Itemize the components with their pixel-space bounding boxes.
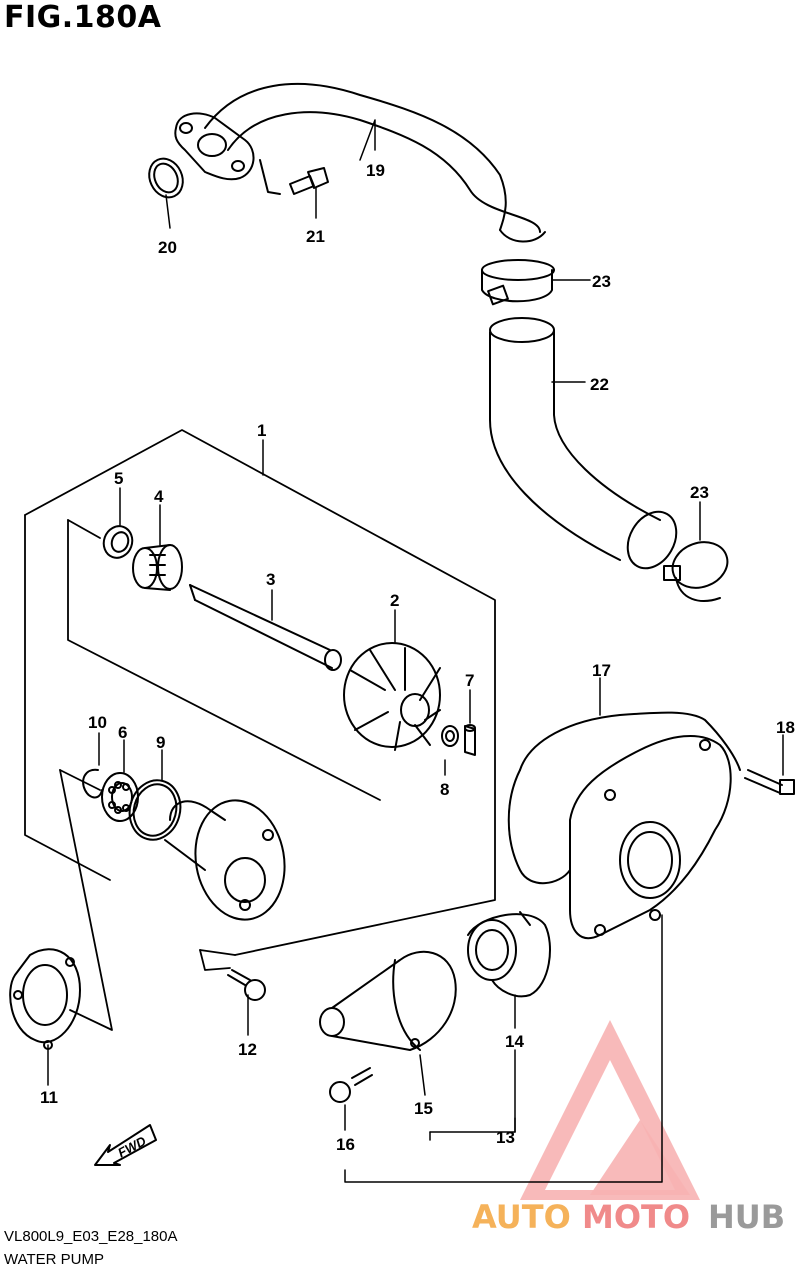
bolt-18 [744, 769, 795, 795]
bearing-6 [101, 772, 139, 822]
washer-8 [441, 725, 459, 747]
callout-22: 22 [590, 375, 609, 394]
callout-19: 19 [366, 161, 385, 180]
figure-code: VL800L9_E03_E28_180A [4, 1228, 178, 1245]
hose-clamp-23-upper [481, 259, 555, 306]
impeller-2 [343, 642, 441, 751]
callout-2: 2 [390, 591, 399, 610]
fwd-arrow-icon: FWD [94, 1124, 157, 1166]
callout-4: 4 [154, 487, 164, 506]
screw-12 [227, 969, 266, 1001]
pin-7 [464, 724, 476, 756]
o-ring-20 [148, 157, 184, 199]
watermark-text-hub: HUB [708, 1198, 785, 1236]
water-pipe-19 [174, 82, 546, 243]
circlip-10 [82, 768, 103, 799]
callout-6: 6 [118, 723, 127, 742]
pump-body [164, 799, 286, 921]
callout-18: 18 [776, 718, 795, 737]
pump-kit-box-1 [24, 429, 496, 1031]
callout-23-upper: 23 [592, 272, 611, 291]
callout-15: 15 [414, 1099, 433, 1118]
callout-11: 11 [40, 1088, 58, 1107]
o-ring-9 [128, 779, 182, 841]
bolt-21 [259, 159, 329, 195]
gasket-11 [9, 948, 81, 1050]
impeller-shaft-3 [189, 584, 342, 671]
figure-name: WATER PUMP [4, 1251, 104, 1268]
thermostat-cover-15 [319, 950, 457, 1051]
callout-1: 1 [257, 421, 266, 440]
callout-21: 21 [306, 227, 325, 246]
leader-lines [47, 119, 784, 1183]
figure-title: FIG.180A [4, 0, 162, 35]
watermark-text-auto: AUTO [472, 1198, 571, 1236]
callout-13: 13 [496, 1128, 515, 1147]
mechanical-seal-4 [132, 544, 183, 591]
gasket-17 [507, 711, 741, 885]
callout-16: 16 [336, 1135, 355, 1154]
callout-8: 8 [440, 780, 449, 799]
thermostat-14 [467, 911, 551, 998]
callout-numbers: 1 2 3 4 5 6 7 8 9 10 11 12 13 14 15 16 1… [40, 161, 795, 1154]
oil-seal-5 [102, 525, 134, 559]
callout-23-lower: 23 [690, 483, 709, 502]
watermark-text-moto: MOTO [582, 1198, 690, 1236]
watermark-logo: AUTO MOTO HUB [472, 1020, 785, 1236]
pump-cover [569, 734, 732, 940]
callout-17: 17 [592, 661, 611, 680]
callout-9: 9 [156, 733, 165, 752]
callout-7: 7 [465, 671, 474, 690]
callout-3: 3 [266, 570, 275, 589]
screw-16 [329, 1067, 373, 1103]
hose-clamp-23-lower [663, 541, 729, 602]
callout-5: 5 [114, 469, 123, 488]
callout-14: 14 [505, 1032, 524, 1051]
callout-20: 20 [158, 238, 177, 257]
callout-10: 10 [88, 713, 107, 732]
callout-12: 12 [238, 1040, 257, 1059]
water-hose-22 [489, 317, 678, 570]
